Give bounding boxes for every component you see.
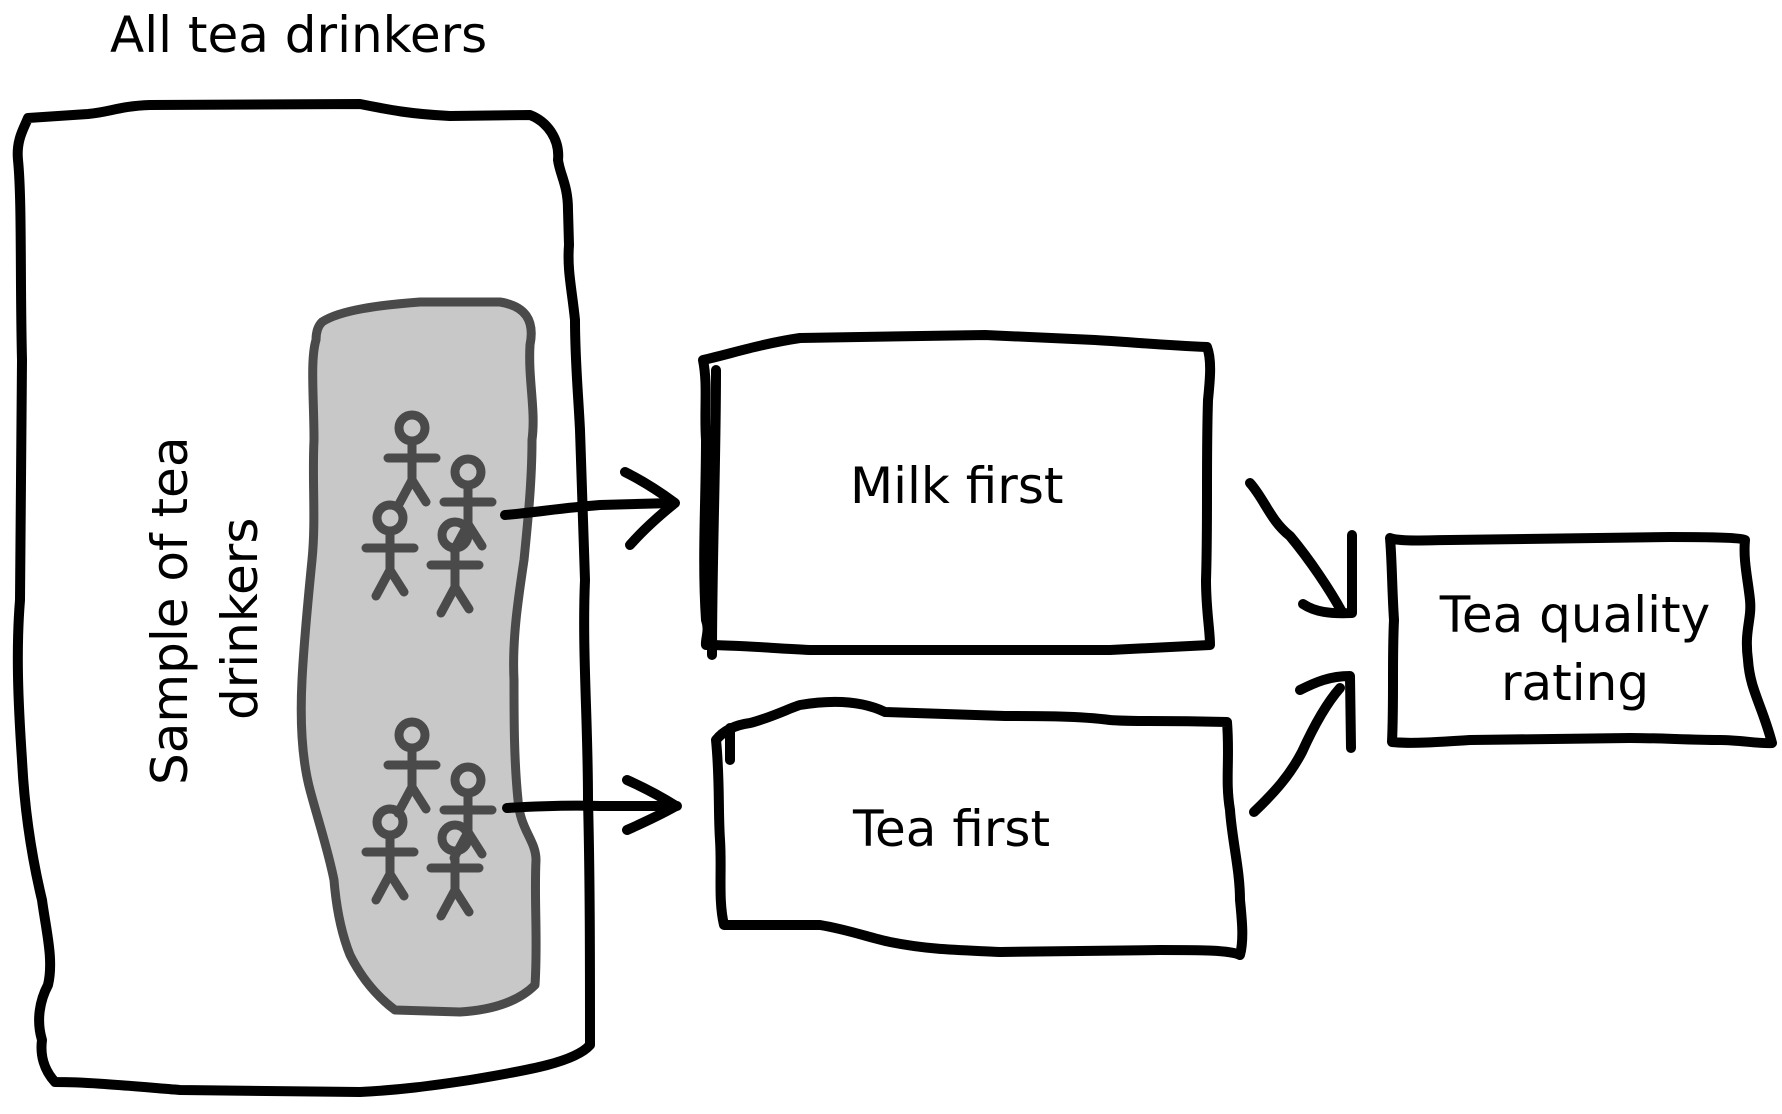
people-group-tea-first — [361, 717, 497, 921]
outcome-box — [1385, 532, 1777, 749]
milk-first-box-tick — [707, 365, 721, 660]
tea-first-box — [711, 696, 1248, 960]
population-label: All tea drinkers — [110, 6, 487, 64]
arrow-to-tea-first — [502, 775, 682, 835]
milk-first-label: Milk first — [850, 457, 1063, 515]
sample-blob — [296, 297, 541, 1017]
person-icon — [426, 820, 484, 921]
arrow-milk-to-outcome — [1245, 478, 1357, 619]
population-box — [12, 99, 595, 1097]
person-icon — [383, 410, 441, 511]
sample-label-line-1: Sample of tea — [141, 437, 199, 785]
person-icon — [361, 500, 419, 601]
person-icon — [361, 804, 419, 905]
arrow-to-milk-first — [500, 467, 680, 550]
milk-first-box — [698, 330, 1216, 655]
outcome-label-line-1: Tea quality — [1439, 586, 1710, 644]
sample-label-line-2: drinkers — [211, 518, 269, 720]
outcome-label-line-2: rating — [1501, 654, 1649, 712]
arrow-tea-to-outcome — [1249, 671, 1356, 817]
people-group-milk-first — [361, 410, 497, 618]
tea-first-label: Tea first — [852, 800, 1050, 858]
person-icon — [426, 517, 484, 618]
